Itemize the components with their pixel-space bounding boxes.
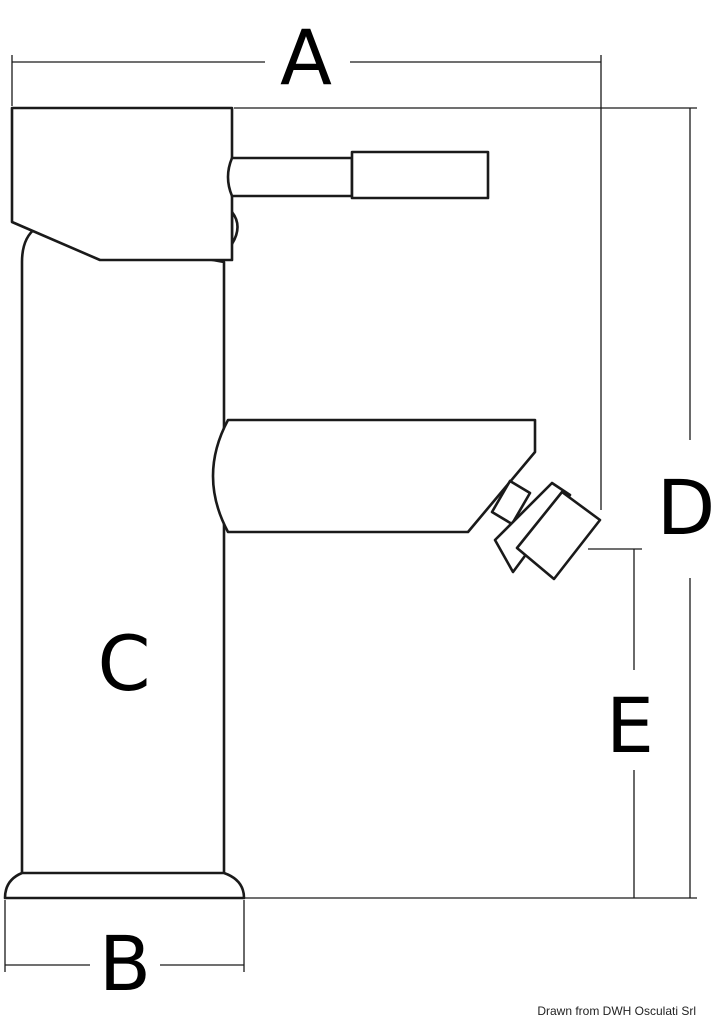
aerator-cap xyxy=(515,490,602,581)
aerator-neck xyxy=(490,479,532,526)
credit-text: Drawn from DWH Osculati Srl xyxy=(537,1004,696,1018)
handle-head xyxy=(10,106,234,262)
handle-rod xyxy=(226,156,354,198)
dim-b-label: B xyxy=(99,919,151,1008)
dim-d-label: D xyxy=(657,463,714,552)
spout-aerator xyxy=(490,479,602,581)
faucet-column xyxy=(20,226,226,882)
dim-c-label: C xyxy=(97,619,150,708)
dim-e-label: E xyxy=(606,681,654,770)
faucet-body xyxy=(3,106,602,900)
dimension-labels: A D C E B xyxy=(97,13,714,1008)
faucet-base xyxy=(3,871,246,900)
faucet-spout xyxy=(211,418,537,534)
handle-grip xyxy=(350,150,490,200)
dim-a-label: A xyxy=(280,13,332,102)
